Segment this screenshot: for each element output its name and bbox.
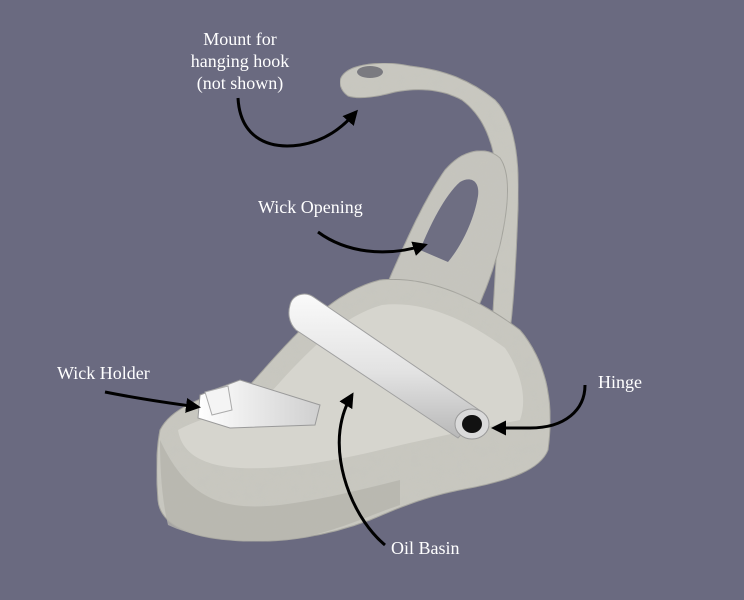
- label-wick-holder: Wick Holder: [57, 363, 150, 383]
- arrow-mount: [236, 97, 358, 148]
- mount-hole: [357, 66, 383, 78]
- label-hinge: Hinge: [598, 372, 642, 392]
- basin-front-wall: [160, 440, 400, 542]
- arrow-hinge: [491, 384, 587, 436]
- label-mount-line-1: Mount for: [203, 29, 277, 49]
- arrow-wick-holder: [104, 390, 201, 413]
- hinge-tube: [288, 293, 490, 440]
- basin-interior: [178, 304, 524, 469]
- hanging-arm: [339, 62, 519, 331]
- label-mount-line-2: hanging hook: [190, 51, 290, 71]
- label-mount: Mount for hanging hook (not shown): [175, 28, 305, 94]
- wick-opening-slot: [420, 179, 479, 262]
- label-oil-basin: Oil Basin: [391, 538, 460, 558]
- arrow-wick-opening: [317, 230, 428, 256]
- wick-holder: [197, 379, 321, 429]
- label-mount-line-3: (not shown): [196, 73, 284, 93]
- hinge-hole: [462, 415, 482, 433]
- arrow-oil-basin: [337, 392, 386, 547]
- label-wick-opening: Wick Opening: [258, 197, 363, 217]
